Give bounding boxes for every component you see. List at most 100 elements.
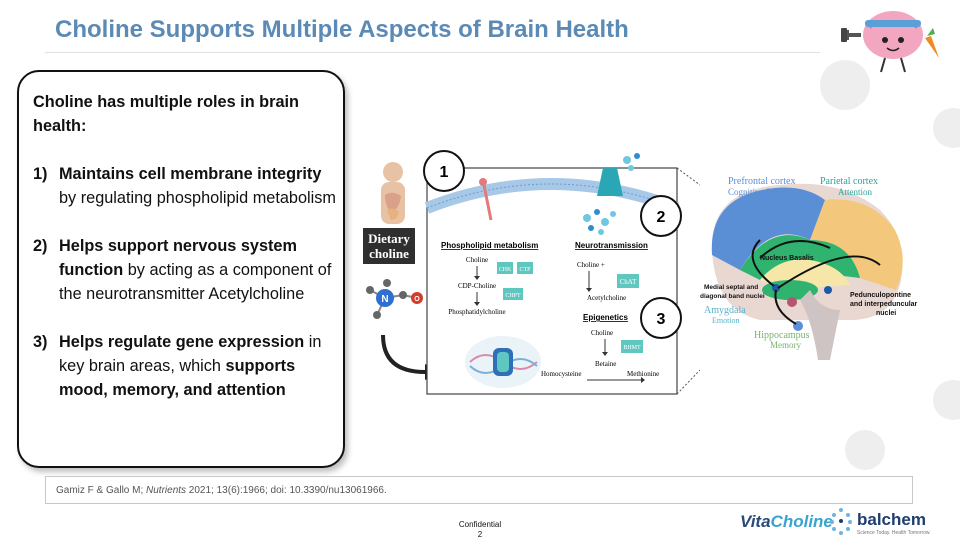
decorative-circle xyxy=(933,380,960,420)
pathway-arrow-4 xyxy=(774,289,797,325)
brainstem xyxy=(800,290,840,360)
enzyme-box-ctp xyxy=(517,262,533,274)
phospho-arrowhead-1 xyxy=(474,276,480,280)
role-number: 2) xyxy=(33,237,48,255)
citation-box: Gamiz F & Gallo M; Nutrients 2021; 13(6)… xyxy=(45,476,913,504)
zoom-line-top xyxy=(676,167,700,186)
acetylcholine-label: Acetylcholine xyxy=(587,294,626,302)
phosphatidylcholine-label: Phosphatidylcholine xyxy=(448,308,505,316)
epi-arrowhead xyxy=(602,352,608,356)
nucleus-basalis-label: Nucleus Basalis xyxy=(760,255,814,262)
page-title: Choline Supports Multiple Aspects of Bra… xyxy=(55,16,629,43)
medial-septal-label: Medial septal and xyxy=(704,284,758,291)
brain-mascot-illustration xyxy=(841,11,939,73)
neurotransmitter-dots xyxy=(583,153,640,235)
role-item-2: 2) Helps support nervous system function… xyxy=(33,234,343,306)
pathway-arrow-1 xyxy=(759,240,831,259)
channel-protein-icon xyxy=(597,168,623,196)
circle-number-1: 1 xyxy=(440,164,449,181)
membrane-protein xyxy=(481,179,493,221)
amygdala-node xyxy=(787,297,797,307)
human-body-icon xyxy=(381,162,405,224)
role-bold-text: Helps regulate gene expression xyxy=(59,333,305,351)
phospho-arrowhead-2 xyxy=(474,302,480,306)
role-text: in key brain areas, which xyxy=(59,333,322,375)
enzyme-box-chpt xyxy=(503,288,523,300)
citation-details: 2021; 13(6):1966; doi: 10.3390/nu1306196… xyxy=(186,485,387,496)
oxygen-atom-label: O xyxy=(414,296,420,303)
enzyme-bhmt-label: BHMT xyxy=(623,345,641,351)
vita-logo-part2: Choline xyxy=(770,512,833,531)
dietary-label-line1: Dietary xyxy=(368,231,410,246)
neurotransmission-heading: Neurotransmission xyxy=(575,241,648,250)
vitacholine-logo: VitaCholine xyxy=(740,512,833,532)
parietal-region xyxy=(810,199,903,290)
epi-choline-label: Choline xyxy=(591,329,613,337)
phospho-choline-label: Choline xyxy=(466,256,488,264)
pedunculo-label-1: Pedunculopontine xyxy=(850,292,911,299)
pathway-arrow-2 xyxy=(751,239,775,287)
hippocampus-label: Hippocampus xyxy=(754,330,810,341)
enzyme-box-bhmt xyxy=(621,340,643,353)
enzyme-chat-label: ChAT xyxy=(620,278,637,286)
homocysteine-label: Homocysteine xyxy=(541,370,581,378)
page-number: 2 xyxy=(477,530,483,539)
prefrontal-region xyxy=(711,187,825,270)
intake-arrow xyxy=(381,334,426,374)
medial-septal-label-2: diagonal band nuclei xyxy=(700,293,765,300)
cdp-choline-label: CDP-Choline xyxy=(458,282,496,290)
role-bold-text: Maintains cell membrane integrity xyxy=(59,165,322,183)
decorative-circle xyxy=(820,60,870,110)
balchem-logo-text: balchem xyxy=(857,510,926,529)
circle-label-2 xyxy=(640,195,682,237)
role-text: by regulating phospholipid metabolism xyxy=(59,189,336,207)
membrane-protein-head xyxy=(479,178,487,186)
neuro-arrowhead xyxy=(586,288,592,292)
citation-authors: Gamiz F & Gallo M; xyxy=(56,485,147,496)
decorative-circle xyxy=(933,108,960,148)
dietary-label-line2: choline xyxy=(369,246,409,261)
methionine-label: Methionine xyxy=(627,370,659,378)
betaine-label: Betaine xyxy=(595,360,616,368)
epigenetics-heading: Epigenetics xyxy=(583,313,628,322)
citation-journal: Nutrients xyxy=(146,485,187,496)
circle-number-2: 2 xyxy=(657,209,666,226)
enzyme-box-chk xyxy=(497,262,513,274)
role-number: 1) xyxy=(33,165,48,183)
circle-number-3: 3 xyxy=(657,311,666,328)
circle-label-1 xyxy=(423,150,465,192)
choline-mechanism-diagram: Dietary choline N O Phospholipid metabol… xyxy=(363,150,700,395)
enzyme-ctp-label: CTP xyxy=(519,267,531,273)
prefrontal-label: Prefrontal cortex xyxy=(728,176,795,187)
zoom-line-bottom xyxy=(676,369,700,395)
pedunculo-label-3: nuclei xyxy=(876,310,896,317)
neuro-choline-label: Choline + xyxy=(577,261,605,269)
pedunculo-label-2: and interpeduncular xyxy=(850,301,918,308)
enzyme-box-chat xyxy=(617,274,639,288)
pathway-arrow-3 xyxy=(777,255,881,289)
cell-membrane-lipids xyxy=(426,183,678,209)
balchem-dots-icon xyxy=(830,508,852,535)
role-item-1: 1) Maintains cell membrane integrity by … xyxy=(33,162,343,210)
role-number: 3) xyxy=(33,333,48,351)
decorative-circle xyxy=(845,430,885,470)
prefrontal-function: Cognitive flexibility xyxy=(728,187,802,197)
balchem-tagline: Science Today. Health Tomorrow. xyxy=(857,530,931,536)
parietal-function: Attention xyxy=(838,187,872,197)
methionine-arrowhead xyxy=(641,377,645,383)
dietary-choline-label-box xyxy=(363,228,415,264)
vita-logo-part1: Vita xyxy=(740,512,771,531)
title-divider xyxy=(45,52,820,53)
amygdala-function: Emotion xyxy=(712,316,740,325)
pedunculopontine-node xyxy=(824,286,832,294)
parietal-label: Parietal cortex xyxy=(820,176,878,187)
choline-molecule-icon: N O xyxy=(366,279,423,319)
nitrogen-atom-label: N xyxy=(381,294,388,305)
role-bold-text: Helps support nervous system function xyxy=(59,237,297,279)
brain-illustration: Prefrontal cortex Cognitive flexibility … xyxy=(700,176,918,360)
role-bold-text: supports mood, memory, and attention xyxy=(59,357,296,399)
roles-text-box: Choline has multiple roles in brain heal… xyxy=(17,70,345,468)
confidential-label: Confidential xyxy=(458,520,502,529)
enzyme-chk-label: CHK xyxy=(499,267,512,273)
enzyme-chpt-label: CHPT xyxy=(505,293,521,299)
